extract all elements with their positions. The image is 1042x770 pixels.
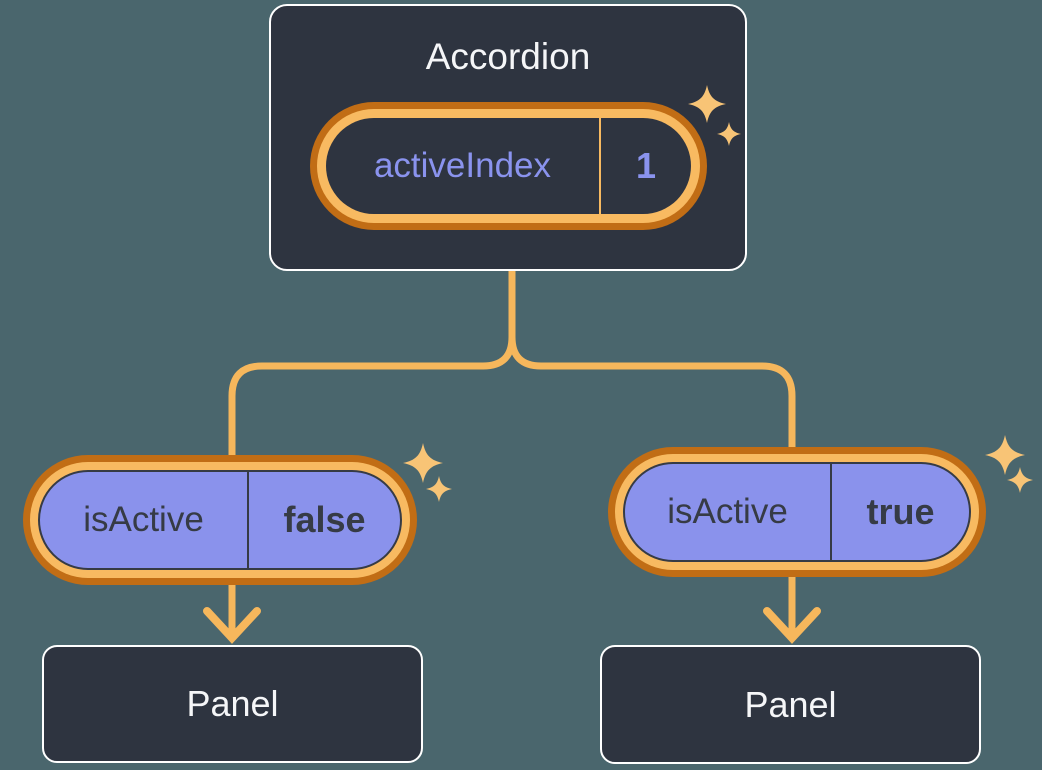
arrow-down-icon — [203, 607, 261, 644]
prop-value: false — [283, 499, 366, 540]
sparkle-icon — [403, 443, 443, 483]
component-title: Accordion — [425, 36, 591, 77]
pill-divider — [830, 464, 832, 560]
sparkle-icon — [985, 435, 1025, 475]
prop-name: isActive — [83, 500, 204, 539]
panel-box-right: Panel — [600, 645, 981, 764]
state-name: activeIndex — [373, 146, 552, 185]
prop-value: true — [866, 491, 935, 532]
prop-pill-isactive-false: isActive false — [23, 455, 417, 585]
prop-name: isActive — [667, 492, 788, 531]
panel-box-left: Panel — [42, 645, 423, 763]
state-value: 1 — [635, 145, 657, 186]
sparkle-icon — [426, 476, 452, 502]
panel-label: Panel — [186, 683, 279, 724]
prop-pill-isactive-true: isActive true — [608, 447, 986, 577]
panel-label: Panel — [744, 683, 837, 725]
arrow-down-icon — [763, 607, 821, 644]
sparkle-icon — [1007, 467, 1033, 493]
pill-divider — [599, 118, 601, 214]
state-pill-activeindex: activeIndex 1 — [310, 102, 707, 230]
